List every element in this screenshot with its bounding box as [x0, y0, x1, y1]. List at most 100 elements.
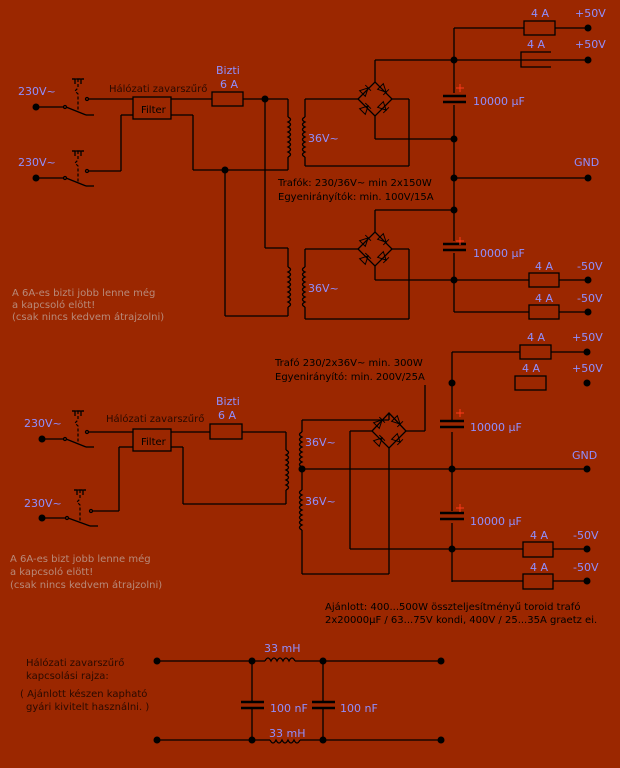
output-terminal-4 [583, 545, 591, 553]
output-terminal-gnd [583, 465, 591, 473]
plus-icon [456, 409, 464, 417]
plus-icon [456, 504, 464, 512]
filter-hint-line-2: gyári kivitelt használni. ) [26, 701, 149, 713]
output-3-label: GND [572, 449, 597, 462]
output-fuse-2-rating: 4 A [527, 38, 545, 51]
note-line-2: a kapcsoló elött! [10, 566, 93, 578]
output-fuse-5 [522, 573, 554, 590]
inductor-top-value: 33 mH [264, 642, 300, 655]
output-5-label: -50V [577, 292, 603, 305]
transformer-2-secondary-coil-icon [301, 266, 306, 308]
output-fuse-2 [514, 375, 547, 391]
inductor-top-icon [264, 657, 296, 663]
output-2-label: +50V [572, 362, 603, 375]
main-fuse [209, 423, 243, 440]
transformer-2-primary-coil-icon [287, 266, 292, 308]
mains-label-1: 230V~ [18, 85, 56, 98]
output-fuse-5-rating: 4 A [535, 292, 553, 305]
capacitor-1-value: 10000 µF [470, 421, 522, 434]
output-2-label: +50V [575, 38, 606, 51]
output-fuse-1-rating: 4 A [527, 331, 545, 344]
output-terminal-5 [583, 577, 591, 585]
filter-box [132, 428, 172, 452]
output-5-label: -50V [573, 561, 599, 574]
transformer-2-voltage: 36V~ [308, 282, 339, 295]
output-terminal-1 [583, 348, 591, 356]
output-terminal-2 [583, 379, 591, 387]
output-fuse-2 [520, 51, 551, 68]
output-4-label: -50V [573, 529, 599, 542]
output-fuse-5-rating: 4 A [530, 561, 548, 574]
line-filter-schematic: Hálózati zavarszűrő kapcsolási rajza: ( … [20, 642, 445, 744]
inductor-bottom-icon [269, 738, 301, 744]
output-fuse-4 [528, 272, 560, 288]
switch-icon [62, 150, 121, 187]
filter-title-line-1: Hálózati zavarszűrő [26, 657, 124, 669]
filter-box [132, 96, 172, 120]
spec-line-2: Egyenirányító: min. 200V/25A [275, 371, 425, 383]
spec-line-1: Trafó 230/2x36V~ min. 300W [274, 357, 423, 369]
primary-coil-icon [285, 449, 290, 491]
output-fuse-4-rating: 4 A [535, 260, 553, 273]
capacitor-2-value: 100 nF [340, 702, 378, 715]
note-line-3: (csak nincs kedvem átrajzolni) [10, 579, 162, 591]
capacitor-1-value: 100 nF [270, 702, 308, 715]
output-fuse-1-rating: 4 A [531, 7, 549, 20]
spec-line-1: Trafók: 230/36V~ min 2x150W [277, 177, 432, 189]
note-line-1: A 6A-es bizti jobb lenne még [12, 287, 155, 299]
bridge-rectifier-2-icon [357, 231, 393, 267]
filter-caption: Hálózati zavarszűrő [109, 83, 207, 95]
filter-title-line-2: kapcsolási rajza: [26, 670, 109, 682]
output-fuse-2-rating: 4 A [522, 362, 540, 375]
mains-label-2: 230V~ [18, 156, 56, 169]
output-fuse-4-rating: 4 A [530, 529, 548, 542]
bridge-rectifier-icon [371, 412, 407, 449]
secondary-lower-coil-icon [298, 489, 303, 531]
section-2-center-tap-transformer: 230V~ 230V~ Hálózati zavarszűrő Filter [10, 331, 603, 626]
output-terminal-5 [584, 308, 592, 316]
filter-label: Filter [141, 437, 167, 448]
output-fuse-5 [528, 304, 560, 320]
fuse-rating: 6 A [220, 78, 238, 91]
output-fuse-1 [523, 20, 556, 36]
transformer-1-primary-coil-icon [287, 116, 292, 158]
switch-icon [62, 78, 133, 116]
output-terminal-gnd [584, 174, 592, 182]
output-1-label: +50V [575, 7, 606, 20]
fuse-title: Bizti [216, 395, 240, 408]
bridge-rectifier-1-icon [357, 81, 393, 117]
switch-icon [62, 410, 133, 448]
switch-icon [64, 489, 119, 527]
mains-label-1: 230V~ [24, 417, 62, 430]
plus-icon [456, 84, 464, 92]
fuse-rating: 6 A [218, 409, 236, 422]
section-1-dual-transformer: 230V~ 230V~ Hálózati zavarszűrő Fil [12, 7, 606, 323]
filter-caption: Hálózati zavarszűrő [106, 413, 204, 425]
note-line-3: (csak nincs kedvem átrajzolni) [12, 311, 164, 323]
output-fuse-4 [522, 541, 554, 558]
capacitor-2-value: 10000 µF [473, 247, 525, 260]
filter-label: Filter [141, 105, 167, 116]
transformer-1-voltage: 36V~ [308, 132, 339, 145]
note-line-1: A 6A-es bizt jobb lenne még [10, 553, 151, 565]
recommend-line-1: Ajánlott: 400...500W összteljesítményű t… [325, 601, 580, 613]
output-4-label: -50V [577, 260, 603, 273]
plus-icon [456, 237, 464, 245]
mains-label-2: 230V~ [24, 497, 62, 510]
output-terminal-4 [584, 276, 592, 284]
main-fuse [211, 91, 244, 107]
output-1-label: +50V [572, 331, 603, 344]
output-terminal-2 [584, 56, 592, 64]
filter-hint-line-1: ( Ajánlott készen kapható [20, 688, 147, 700]
capacitor-2-value: 10000 µF [470, 515, 522, 528]
transformer-1-secondary-coil-icon [301, 116, 306, 158]
spec-line-2: Egyenirányítók: min. 100V/15A [278, 191, 434, 203]
capacitor-1-value: 10000 µF [473, 95, 525, 108]
recommend-line-2: 2x20000µF / 63...75V kondi, 400V / 25...… [325, 615, 597, 626]
note-line-2: a kapcsoló elött! [12, 299, 95, 311]
secondary-upper-voltage: 36V~ [305, 436, 336, 449]
output-terminal-1 [584, 24, 592, 32]
output-fuse-1 [519, 344, 552, 360]
output-3-label: GND [574, 156, 599, 169]
